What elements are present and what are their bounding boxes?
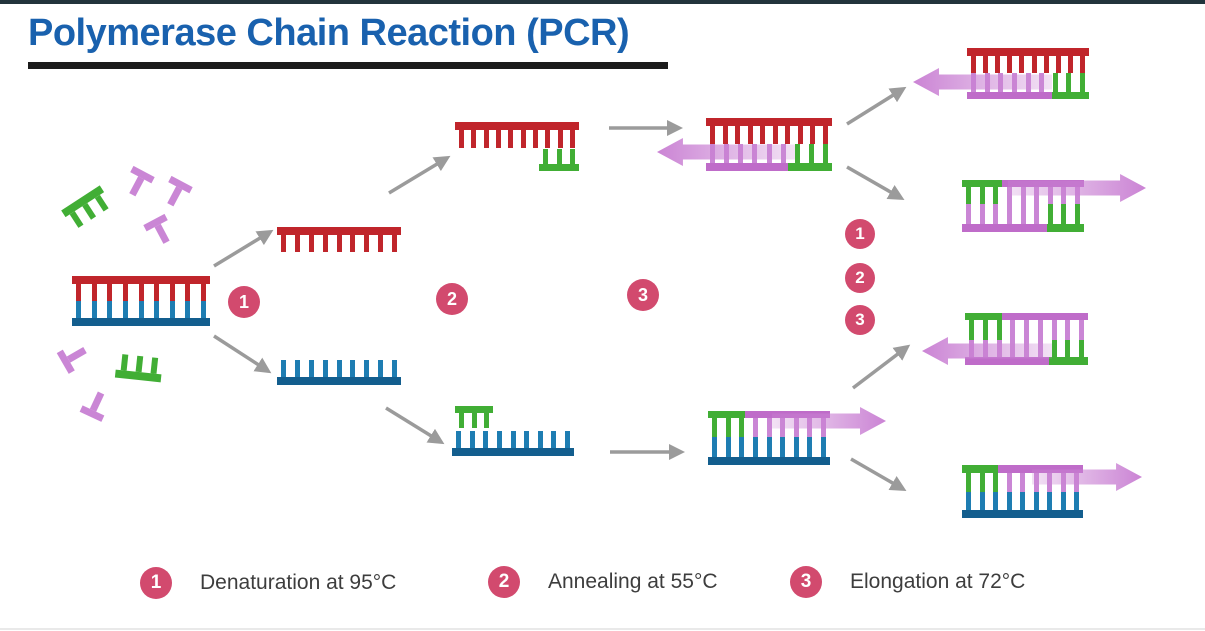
strand-backbone: [455, 406, 493, 413]
strand-teeth: [277, 360, 401, 377]
flow-arrow: [385, 406, 445, 445]
strand-teeth: [706, 126, 832, 144]
annealing-top-green-primer: [539, 149, 579, 171]
step-3-elongation-badge: 3: [627, 279, 659, 311]
flow-arrow: [850, 457, 907, 492]
denatured-bottom-strand: [277, 360, 401, 385]
strand-teeth: [708, 437, 830, 457]
strand-backbone: [706, 163, 832, 171]
strand-backbone: [965, 357, 1088, 365]
annealing-label: Annealing at 55°C: [548, 570, 718, 593]
flow-arrow: [213, 229, 274, 268]
template-double-stranded-dna: [72, 276, 210, 326]
free-magenta-nucleotide: [121, 165, 155, 200]
free-magenta-nucleotide: [79, 388, 113, 422]
flow-arrow: [846, 86, 907, 126]
flow-arrow: [213, 334, 272, 374]
free-magenta-nucleotide: [56, 340, 92, 374]
strand-backbone: [965, 313, 1088, 320]
strand-backbone: [962, 510, 1083, 518]
strand-backbone: [967, 92, 1089, 99]
denatured-top-strand: [277, 227, 401, 252]
strand-teeth: [72, 284, 210, 318]
annealing-bottom-template: [452, 431, 574, 456]
strand-backbone: [962, 465, 1083, 473]
strand-teeth: [455, 413, 493, 428]
strand-backbone: [539, 164, 579, 171]
legend-item-denaturation: 1 Denaturation at 95°C: [140, 566, 396, 600]
annealing-badge: 2: [488, 566, 520, 598]
legend-item-annealing: 2 Annealing at 55°C: [488, 565, 718, 599]
step-1-denaturation-badge: 1: [228, 286, 260, 318]
cycle2-step-3-badge: 3: [845, 305, 875, 335]
legend-item-elongation: 3 Elongation at 72°C: [790, 565, 1025, 599]
strand-teeth: [539, 149, 579, 164]
flow-arrow: [846, 165, 905, 201]
strand-backbone: [277, 227, 401, 235]
strand-teeth: [452, 431, 574, 448]
bottom-divider: [0, 628, 1205, 630]
strand-backbone: [706, 118, 832, 126]
strand-backbone: [277, 377, 401, 385]
denaturation-badge: 1: [140, 567, 172, 599]
page-title: Polymerase Chain Reaction (PCR): [28, 12, 630, 54]
strand-backbone: [455, 122, 579, 130]
title-underline: [28, 62, 668, 69]
elongation-badge: 3: [790, 566, 822, 598]
elongation-label: Elongation at 72°C: [850, 570, 1026, 593]
free-magenta-nucleotide: [159, 175, 193, 210]
product-1-red-magenta-duplex: [967, 48, 1089, 99]
free-green-primer: [114, 354, 163, 383]
strand-backbone: [72, 276, 210, 284]
step-2-annealing-badge: 2: [436, 283, 468, 315]
free-green-primer: [61, 185, 113, 230]
strand-teeth: [962, 204, 1084, 224]
strand-teeth: [962, 492, 1083, 510]
strand-teeth: [967, 56, 1089, 73]
strand-teeth: [277, 235, 401, 252]
strand-backbone: [967, 48, 1089, 56]
denaturation-label: Denaturation at 95°C: [200, 571, 397, 594]
annealing-top-template: [455, 122, 579, 148]
strand-backbone: [962, 224, 1084, 232]
strand-teeth: [455, 130, 579, 148]
strand-teeth: [965, 320, 1088, 340]
top-border: [0, 0, 1205, 4]
free-magenta-nucleotide: [143, 213, 176, 248]
strand-backbone: [72, 318, 210, 326]
strand-backbone: [452, 448, 574, 456]
flow-arrow: [388, 155, 451, 195]
strand-backbone: [708, 457, 830, 465]
annealing-bottom-green-primer: [455, 406, 493, 428]
flow-arrow: [851, 344, 911, 390]
cycle2-step-1-badge: 1: [845, 219, 875, 249]
cycle2-step-2-badge: 2: [845, 263, 875, 293]
